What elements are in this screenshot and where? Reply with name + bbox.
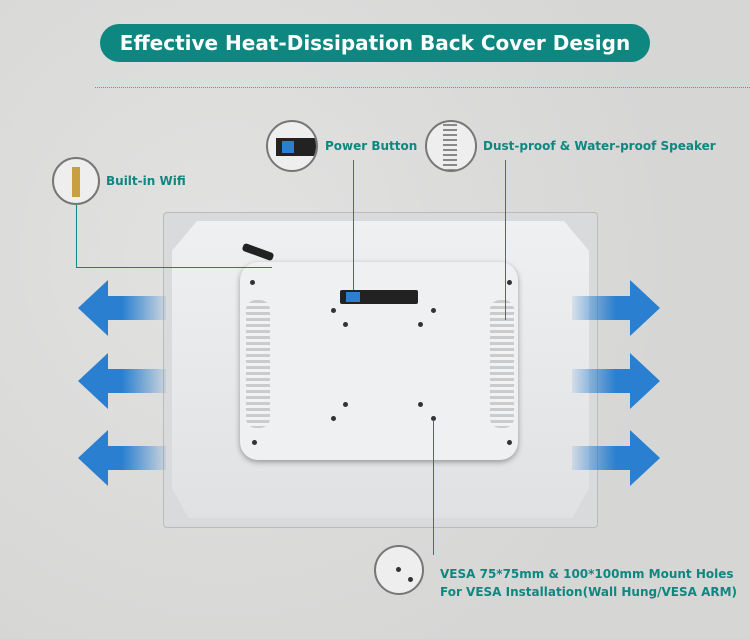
heat-fins-right: [490, 300, 514, 428]
arrow-right-icon: [572, 280, 660, 336]
power-label: Power Button: [325, 139, 418, 153]
wifi-label: Built-in Wifi: [106, 174, 186, 188]
vesa-hole-icon: [374, 545, 424, 595]
arrow-right-icon: [572, 430, 660, 486]
power-icon: [346, 292, 360, 302]
speaker-icon: [425, 120, 477, 172]
divider: [95, 87, 750, 88]
power-button-panel: [340, 290, 418, 304]
heat-fins-left: [246, 300, 270, 428]
arrow-left-icon: [78, 280, 166, 336]
page-title: Effective Heat-Dissipation Back Cover De…: [100, 24, 650, 62]
arrow-right-icon: [572, 353, 660, 409]
arrow-left-icon: [78, 430, 166, 486]
wifi-antenna-icon: [52, 157, 100, 205]
vesa-label-line1: VESA 75*75mm & 100*100mm Mount Holes: [440, 567, 734, 581]
vesa-label-line2: For VESA Installation(Wall Hung/VESA ARM…: [440, 585, 738, 599]
power-button-icon: [266, 120, 318, 172]
arrow-left-icon: [78, 353, 166, 409]
speaker-label: Dust-proof & Water-proof Speaker: [483, 139, 716, 153]
